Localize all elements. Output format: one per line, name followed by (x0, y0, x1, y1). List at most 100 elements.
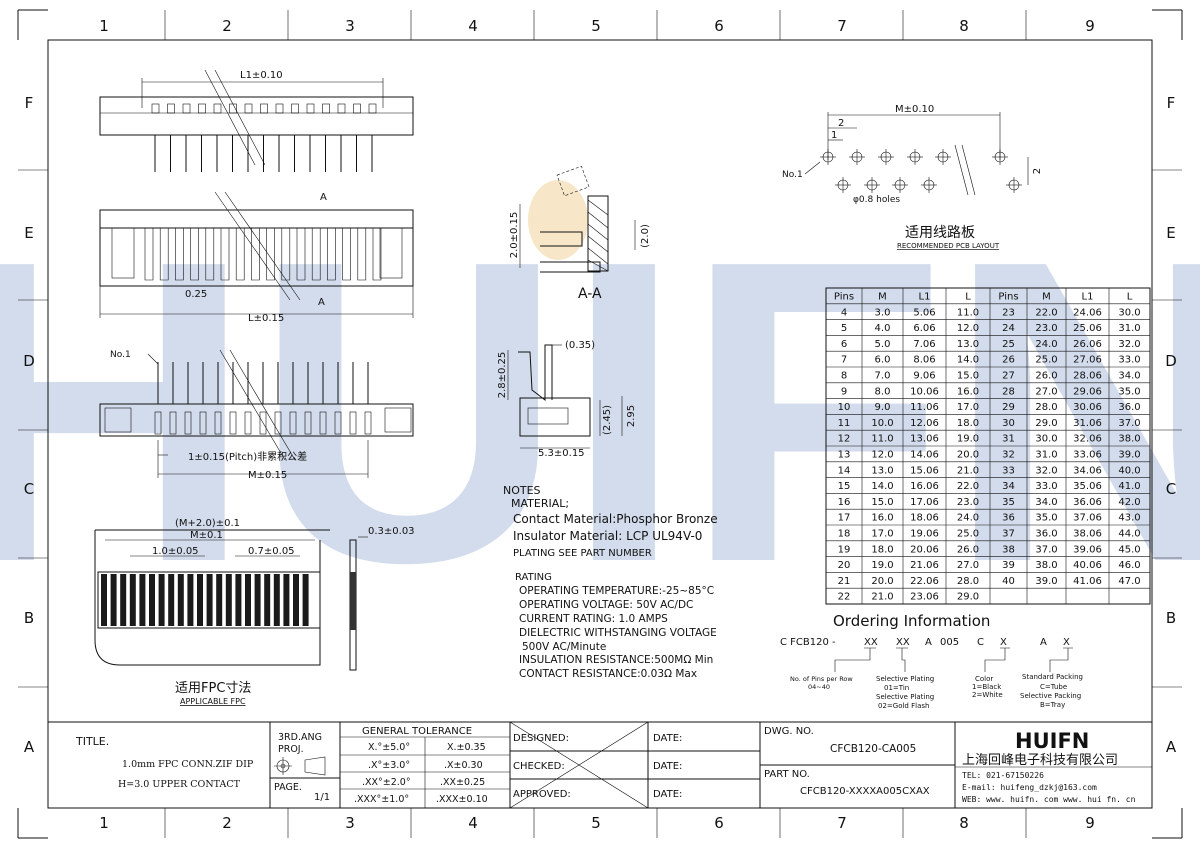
table-cell: 19 (838, 544, 851, 555)
table-cell: 6.0 (875, 355, 891, 366)
table-cell: 4.0 (875, 323, 891, 334)
table-header: M (878, 292, 887, 303)
col-label: 5 (591, 814, 601, 832)
table-cell: 37.0 (1118, 418, 1140, 429)
order-code-1: XX (864, 637, 878, 648)
table-cell: 32.0 (1118, 339, 1140, 350)
company-web: WEB: www. huifn. com www. hui fn. cn (962, 795, 1136, 804)
order-code-8: X (1063, 637, 1070, 648)
fpc-d5: 0.3±0.03 (368, 526, 415, 537)
part-label: PART NO. (764, 769, 810, 780)
table-cell: 31 (1002, 434, 1015, 445)
table-cell: 32.06 (1073, 434, 1102, 445)
table-cell: 6 (841, 339, 847, 350)
pcb-side-dim: 2 (1032, 168, 1043, 174)
title-block: TITLE. 1.0mm FPC CONN.ZIF DIP H=3.0 UPPE… (47, 721, 1153, 809)
table-cell: 27.06 (1073, 355, 1102, 366)
table-header: Pins (998, 292, 1018, 303)
tol-angle-3: .XXX°±1.0° (354, 794, 409, 805)
tol-lin-1: .X±0.30 (444, 760, 483, 771)
section-label: A-A (578, 286, 602, 302)
company-email: E-mail: huifeng_dzkj@163.com (962, 783, 1097, 792)
table-cell: 20.0 (957, 450, 979, 461)
col-label: 2 (222, 814, 232, 832)
checked-label: CHECKED: (513, 761, 565, 772)
table-cell: 29 (1002, 402, 1015, 413)
table-cell: 14.0 (871, 481, 893, 492)
pcb-layout: M±0.10 2 1 2 No.1 φ0.8 holes 适用线路板 RECOM… (782, 104, 1043, 250)
order-packing-3: Selective Packing (1020, 692, 1081, 700)
order-color-1: Color (975, 675, 993, 683)
table-header: L1 (1082, 292, 1094, 303)
table-cell: 15 (838, 481, 851, 492)
col-label: 2 (222, 17, 232, 35)
table-cell: 8.0 (875, 386, 891, 397)
page-label: PAGE. (274, 782, 302, 793)
fpc-drawing: (M+2.0)±0.1 M±0.1 1.0±0.05 0.7±0.05 0.3±… (94, 518, 415, 706)
order-code-2: XX (896, 637, 910, 648)
table-cell: 38.0 (1118, 434, 1140, 445)
column-labels: 1 2 3 4 5 6 7 8 9 1 2 3 4 5 6 7 8 9 (99, 17, 1095, 832)
company-logo: HUIFN (1015, 729, 1089, 753)
approved-label: APPROVED: (513, 789, 571, 800)
notes-r2: OPERATING VOLTAGE: 50V AC/DC (519, 599, 693, 611)
table-cell: 22.0 (957, 481, 979, 492)
table-cell: 25 (1002, 339, 1015, 350)
table-cell: 30 (1002, 418, 1015, 429)
table-cell: 23 (1002, 307, 1015, 318)
pcb-d1: 1 (831, 130, 837, 141)
table-cell: 7 (841, 355, 847, 366)
col-label: 3 (345, 17, 355, 35)
row-label: D (1165, 352, 1177, 370)
tol-lin-2: .XX±0.25 (440, 777, 485, 788)
front-view: A A L±0.15 0.25 (99, 191, 414, 324)
table-cell: 18.0 (871, 544, 893, 555)
table-cell: 18.06 (910, 513, 939, 524)
m-dim-bottom: M±0.15 (248, 470, 287, 481)
table-cell: 22.0 (1035, 307, 1057, 318)
order-code-3: A (925, 637, 932, 648)
table-cell: 9.06 (913, 371, 935, 382)
title-label: TITLE. (75, 735, 109, 748)
table-cell: 13.0 (871, 465, 893, 476)
order-code-6: X (1000, 637, 1007, 648)
fpc-d4: 0.7±0.05 (248, 546, 295, 557)
table-cell: 7.06 (913, 339, 935, 350)
table-header: L (965, 292, 971, 303)
table-cell: 40.06 (1073, 560, 1102, 571)
row-label: B (1166, 609, 1176, 627)
table-cell: 24 (1002, 323, 1015, 334)
table-cell: 47.0 (1118, 576, 1140, 587)
row-label: A (1166, 738, 1177, 756)
notes-r5: 500V AC/Minute (522, 641, 606, 653)
table-cell: 34.06 (1073, 465, 1102, 476)
table-cell: 41.06 (1073, 576, 1102, 587)
company-name: 上海回峰电子科技有限公司 (962, 753, 1118, 768)
notes-material: MATERIAL; (511, 497, 569, 510)
table-cell: 33 (1002, 465, 1015, 476)
table-cell: 10.06 (910, 386, 939, 397)
table-cell: 42.0 (1118, 497, 1140, 508)
table-cell: 19.0 (871, 560, 893, 571)
l1-dim: L1±0.10 (240, 70, 283, 81)
tol-angle-2: .XX°±2.0° (362, 777, 411, 788)
table-cell: 21 (838, 576, 851, 587)
notes-r7: CONTACT RESISTANCE:0.03Ω Max (519, 668, 697, 680)
table-cell: 14.0 (957, 355, 979, 366)
notes-plating: PLATING SEE PART NUMBER (513, 548, 652, 559)
table-header: L1 (919, 292, 931, 303)
order-code-5: C (977, 637, 984, 648)
table-cell: 20.06 (910, 544, 939, 555)
fpc-d3: 1.0±0.05 (152, 546, 199, 557)
table-cell: 15.0 (957, 371, 979, 382)
notes-rating: RATING (515, 572, 552, 583)
order-color-2: 1=Black (972, 683, 1002, 691)
fpc-d2: M±0.1 (190, 530, 223, 541)
table-cell: 19.0 (957, 434, 979, 445)
table-header: Pins (834, 292, 854, 303)
fpc-title-cn: 适用FPC寸法 (175, 681, 251, 696)
row-label: C (24, 480, 34, 498)
table-cell: 40.0 (1118, 465, 1140, 476)
table-cell: 29.06 (1073, 386, 1102, 397)
pcb-holes-label: φ0.8 holes (853, 195, 900, 205)
